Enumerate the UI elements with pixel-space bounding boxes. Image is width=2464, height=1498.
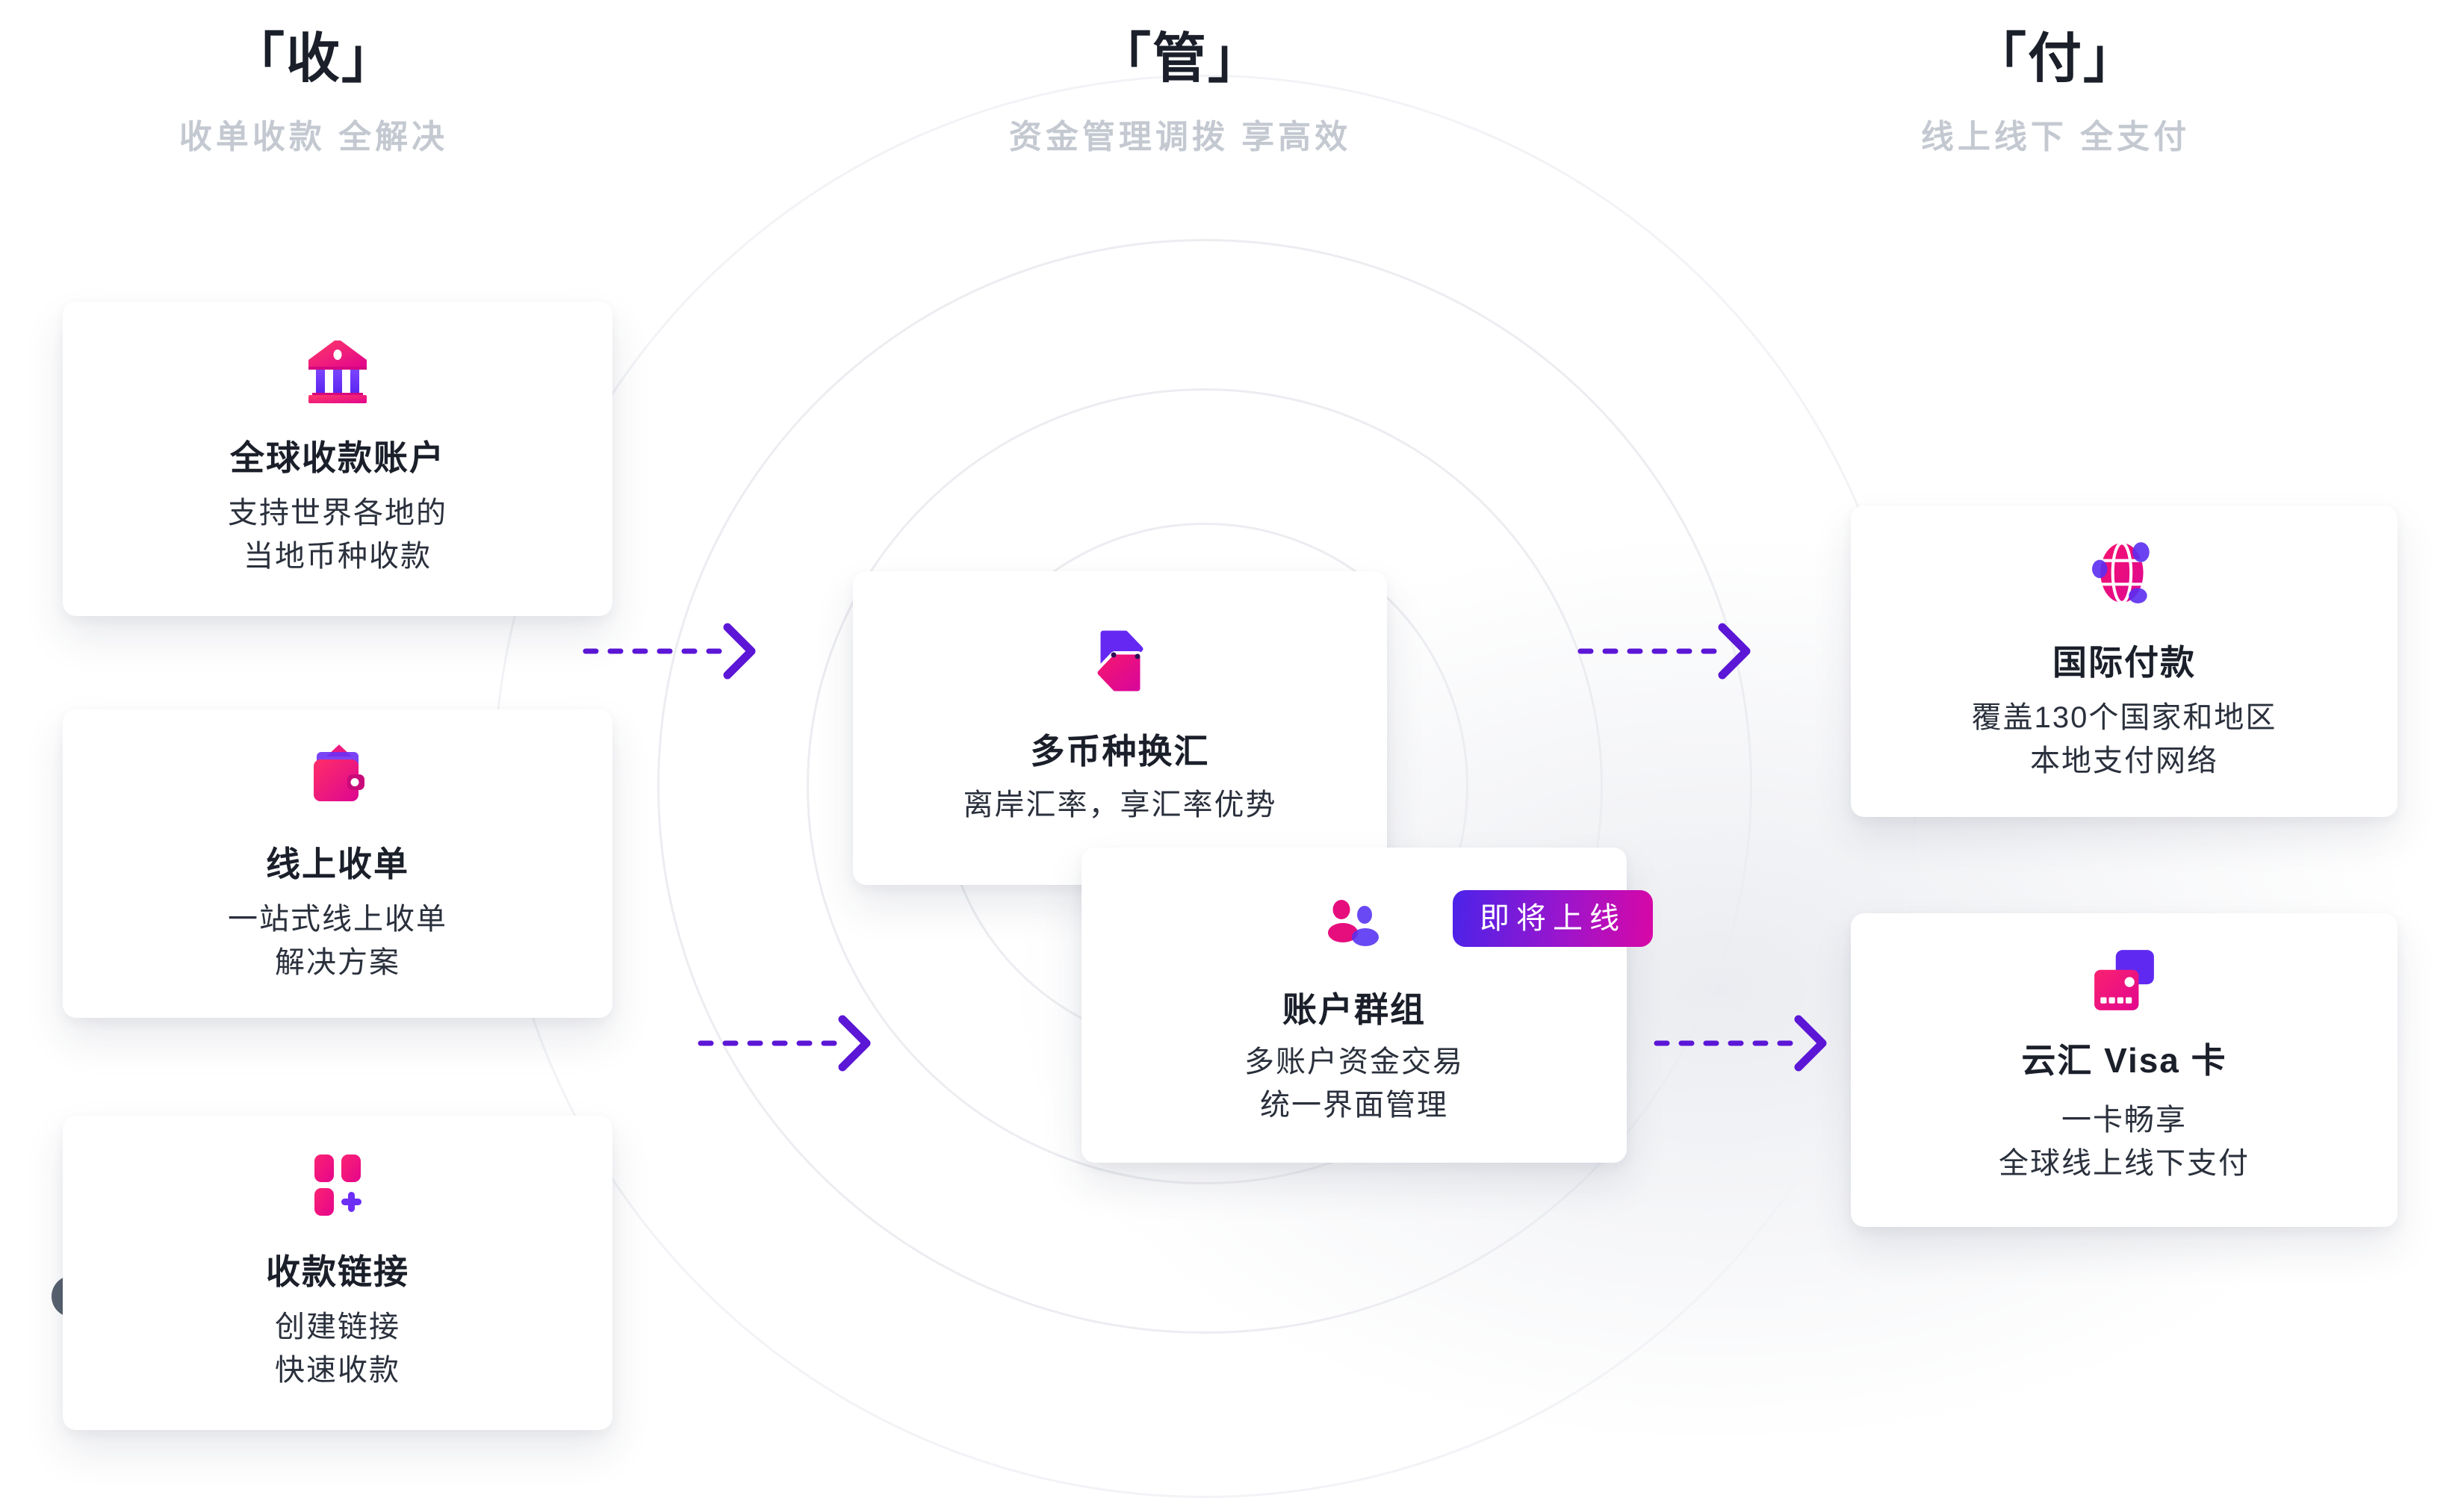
column-title: 「收」 — [230, 29, 397, 89]
card-global-collection-account: 全球收款账户 支持世界各地的 当地币种收款 — [63, 302, 612, 616]
dashed-arrow-icon — [583, 623, 756, 680]
card-title: 账户群组 — [1282, 990, 1426, 1029]
card-title: 云汇 Visa 卡 — [2021, 1041, 2227, 1080]
card-description: 一站式线上收单 解决方案 — [228, 903, 447, 979]
column-subtitle: 资金管理调拨 享高效 — [1008, 119, 1352, 155]
card-description: 创建链接 快速收款 — [275, 1311, 400, 1387]
column-header-receive: 「收」 收单收款 全解决 — [30, 27, 598, 158]
wallet-icon — [314, 745, 364, 801]
card-description: 一卡畅享 全球线上线下支付 — [1999, 1104, 2250, 1180]
card-title: 国际付款 — [2052, 643, 2196, 682]
coming-soon-badge: 即将上线 — [1453, 890, 1653, 947]
card-title: 收款链接 — [266, 1252, 409, 1291]
card-description: 覆盖130个国家和地区 本地支付网络 — [1971, 701, 2277, 777]
column-title: 「管」 — [1096, 29, 1263, 89]
column-title: 「付」 — [1972, 29, 2138, 89]
column-subtitle: 线上线下 全支付 — [1920, 119, 2191, 155]
dashed-arrow-icon — [1654, 1015, 1827, 1072]
currency-exchange-icon — [1093, 630, 1143, 694]
column-header-pay: 「付」 线上线下 全支付 — [1772, 27, 2339, 158]
bank-icon — [308, 341, 367, 403]
background-ring — [807, 388, 1603, 1184]
card-title: 多币种换汇 — [1030, 732, 1210, 771]
card-description: 离岸汇率，享汇率优势 — [963, 789, 1277, 821]
dashed-arrow-icon — [698, 1015, 871, 1072]
card-currency-exchange: 多币种换汇 离岸汇率，享汇率优势 — [853, 571, 1387, 885]
background-ring — [657, 239, 1752, 1334]
dashed-arrow-icon — [1577, 623, 1751, 680]
card-title: 全球收款账户 — [230, 438, 445, 477]
card-online-acquiring: 线上收单 一站式线上收单 解决方案 — [63, 709, 612, 1018]
flow-arrow-manage-to-pay-bottom — [1652, 1010, 1835, 1077]
column-header-manage: 「管」 资金管理调拨 享高效 — [896, 27, 1464, 158]
flow-arrow-receive-to-manage-bottom — [696, 1010, 879, 1077]
account-groups-icon — [1328, 900, 1379, 946]
card-visa-card: 云汇 Visa 卡 一卡畅享 全球线上线下支付 — [1851, 913, 2398, 1227]
payment-link-icon — [314, 1154, 361, 1216]
globe-icon — [2092, 541, 2150, 604]
card-account-groups: 即将上线 账户群组 多账户资金交易 统一界面管理 — [1082, 848, 1653, 1163]
column-subtitle: 收单收款 全解决 — [179, 119, 449, 155]
flow-arrow-manage-to-pay-top — [1576, 618, 1759, 685]
flow-arrow-receive-to-manage-top — [581, 618, 764, 685]
card-title: 线上收单 — [266, 845, 409, 883]
card-payment-link: 收款链接 创建链接 快速收款 — [63, 1116, 612, 1430]
visa-card-icon — [2094, 950, 2154, 1010]
card-description: 支持世界各地的 当地币种收款 — [228, 497, 447, 573]
card-international-payout: 国际付款 覆盖130个国家和地区 本地支付网络 — [1851, 506, 2398, 817]
card-description: 多账户资金交易 统一界面管理 — [1244, 1045, 1464, 1122]
